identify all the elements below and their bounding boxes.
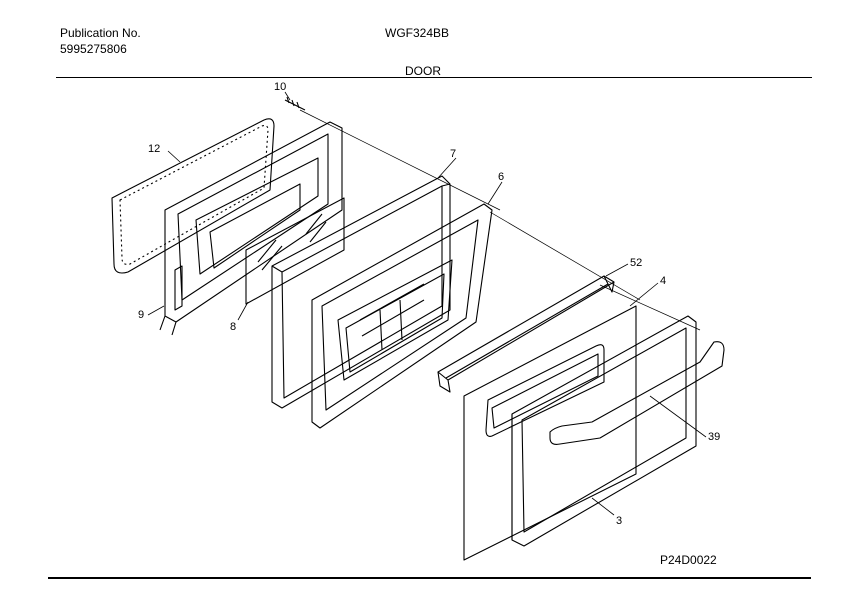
part-screw <box>284 96 306 111</box>
part-door-frame <box>311 203 493 429</box>
header-rule <box>56 77 812 78</box>
part-trim-strip <box>437 275 615 393</box>
callout-leaders <box>147 91 707 516</box>
part-outer-glass <box>463 305 637 561</box>
part-inner-liner <box>159 121 343 336</box>
callout-10: 10 <box>274 81 286 93</box>
callout-4: 4 <box>660 275 666 287</box>
model-number: WGF324BB <box>385 26 450 40</box>
part-inner-glass <box>245 197 345 305</box>
publication-number: 5995275806 <box>60 42 127 56</box>
callout-6: 6 <box>498 171 504 183</box>
callout-8: 8 <box>230 321 236 333</box>
callout-52: 52 <box>630 257 642 269</box>
callout-12: 12 <box>148 143 160 155</box>
alignment-lines <box>299 109 701 331</box>
publication-label: Publication No. <box>60 26 141 40</box>
page-reference: P24D0022 <box>660 553 717 567</box>
part-handle-frame <box>511 315 725 547</box>
part-gasket <box>111 118 275 274</box>
callout-39: 39 <box>708 431 720 443</box>
callout-3: 3 <box>616 515 622 527</box>
callout-9: 9 <box>138 309 144 321</box>
callout-labels: 10 12 7 6 52 4 9 8 39 3 <box>138 81 720 527</box>
footer-rule <box>48 577 811 579</box>
section-title: DOOR <box>405 64 441 78</box>
callout-7: 7 <box>450 148 456 160</box>
